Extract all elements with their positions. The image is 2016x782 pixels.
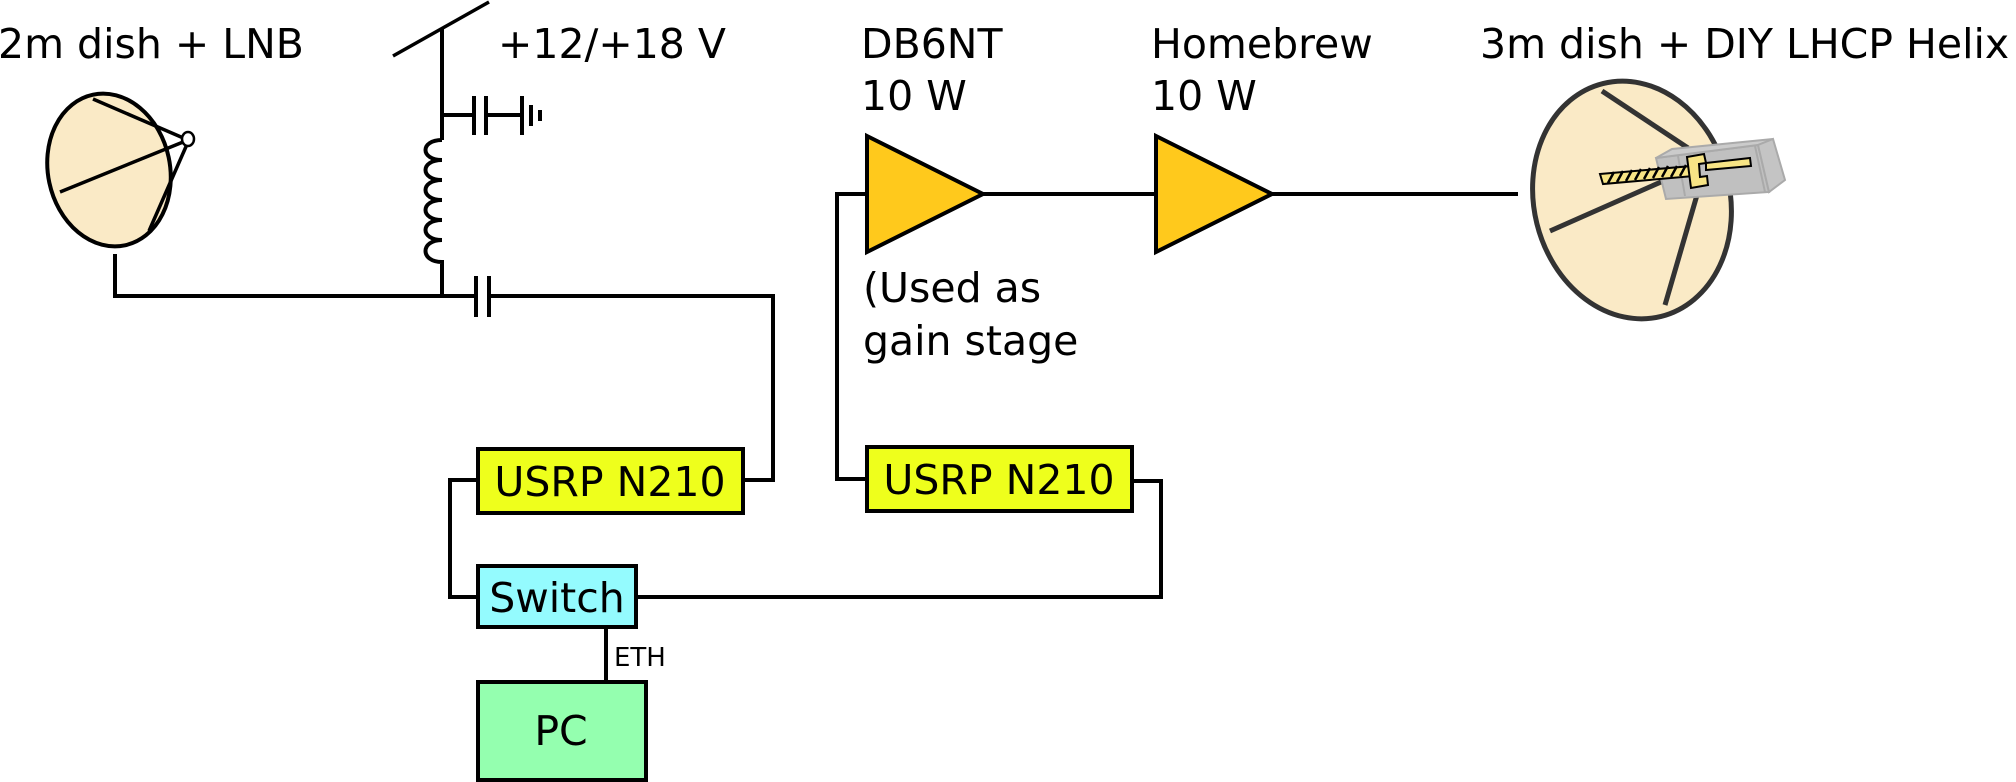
amp1-note-line1: (Used as — [863, 264, 1041, 312]
switch-box[interactable] — [476, 564, 638, 629]
rx-coax-line — [113, 254, 476, 298]
pc-box[interactable] — [476, 680, 648, 782]
tx-dish — [1530, 78, 1787, 322]
amp2-power-label: 10 W — [1151, 72, 1257, 120]
amp1-power-label: 10 W — [861, 72, 967, 120]
eth-line-usrp-tx — [636, 479, 1163, 599]
amp1-note-line2: gain stage — [863, 317, 1078, 365]
pc-label: PC — [534, 707, 587, 755]
tx-dish-label: 3m dish + DIY LHCP Helix — [1480, 20, 2009, 68]
switch-label: Switch — [489, 574, 625, 622]
eth-label: ETH — [614, 643, 666, 673]
rx-coax-line — [489, 294, 775, 482]
tx-feed-line — [835, 192, 867, 481]
usrp-rx-label: USRP N210 — [494, 458, 725, 506]
tx-dish-reflector — [1530, 78, 1734, 322]
amp1-name-label: DB6NT — [861, 20, 1003, 68]
helix-antenna-icon — [1598, 152, 1753, 190]
usrp-tx-box[interactable] — [865, 445, 1134, 513]
supply-voltage-label: +12/+18 V — [498, 20, 726, 68]
inductor-icon — [423, 138, 444, 296]
rx-dish-strut — [92, 97, 189, 142]
lnb-icon — [180, 130, 196, 148]
tx-dish-strut — [1548, 175, 1672, 234]
amp2-name-label: Homebrew — [1151, 20, 1373, 68]
amplifier-db6nt-icon[interactable] — [865, 132, 988, 256]
eth-line-usrp-rx — [448, 478, 478, 599]
tx-dish-strut — [1662, 194, 1700, 306]
rx-dish-reflector — [45, 91, 173, 249]
rx-dish-label: 2m dish + LNB — [0, 20, 304, 68]
rx-dish — [45, 91, 196, 249]
usrp-rx-box[interactable] — [476, 447, 745, 515]
tx-dish-strut — [1600, 88, 1690, 151]
rx-dish-strut — [147, 141, 190, 232]
usrp-tx-label: USRP N210 — [883, 456, 1114, 504]
rx-dish-strut — [59, 138, 189, 194]
amplifier-homebrew-icon[interactable] — [1154, 132, 1277, 256]
